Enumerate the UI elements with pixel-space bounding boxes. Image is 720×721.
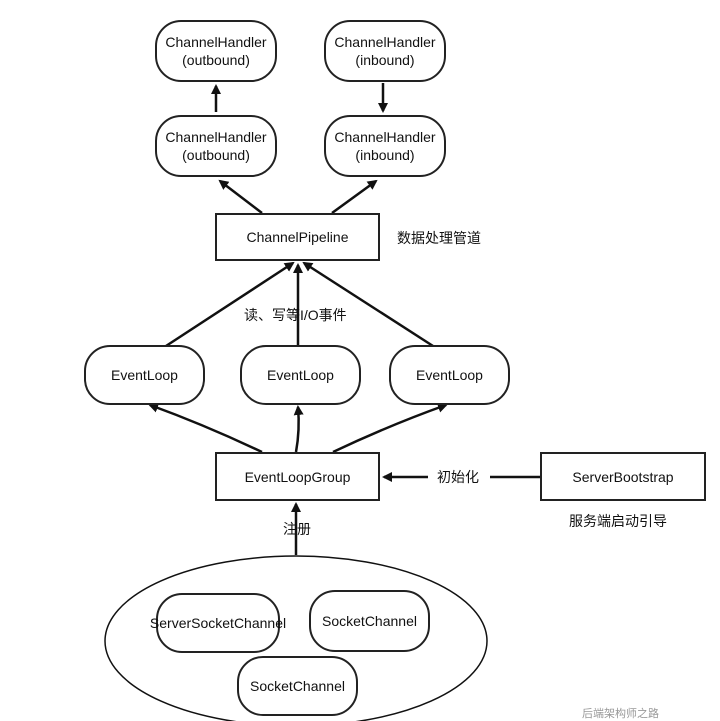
server-bootstrap: ServerBootstrap [540, 452, 706, 501]
io-events-label: 读、写等I/O事件 [244, 307, 347, 323]
arrow-pipeline-to-outbound [218, 179, 263, 214]
channel-handler-outbound-mid: ChannelHandler (outbound) [155, 115, 277, 177]
watermark-text: 后端架构师之路 [582, 708, 659, 720]
channel-container-ellipse [104, 555, 488, 721]
socket-channel-bottom: SocketChannel [237, 656, 358, 716]
eventloop-left: EventLoop [84, 345, 205, 405]
arrow-group-to-eventloop-center [293, 405, 304, 453]
register-label: 注册 [283, 521, 311, 537]
pipeline-description: 数据处理管道 [397, 230, 481, 246]
arrow-eventloop-right-to-pipeline [302, 261, 434, 348]
arrow-group-to-eventloop-left [148, 403, 263, 454]
channel-handler-inbound-top: ChannelHandler (inbound) [324, 20, 446, 82]
arrow-group-to-eventloop-right [332, 402, 448, 454]
arrow-pipeline-to-inbound [331, 179, 378, 215]
channel-pipeline: ChannelPipeline [215, 213, 380, 261]
arrow-eventloop-left-to-pipeline [165, 261, 295, 348]
eventloop-right: EventLoop [389, 345, 510, 405]
server-socket-channel: ServerSocketChannel [150, 593, 286, 653]
init-label: 初始化 [437, 469, 479, 485]
channel-handler-outbound-top: ChannelHandler (outbound) [155, 20, 277, 82]
eventloop-center: EventLoop [240, 345, 361, 405]
eventloop-group: EventLoopGroup [215, 452, 380, 501]
channel-handler-inbound-mid: ChannelHandler (inbound) [324, 115, 446, 177]
bootstrap-description: 服务端启动引导 [569, 513, 667, 529]
socket-channel-right: SocketChannel [309, 590, 430, 652]
